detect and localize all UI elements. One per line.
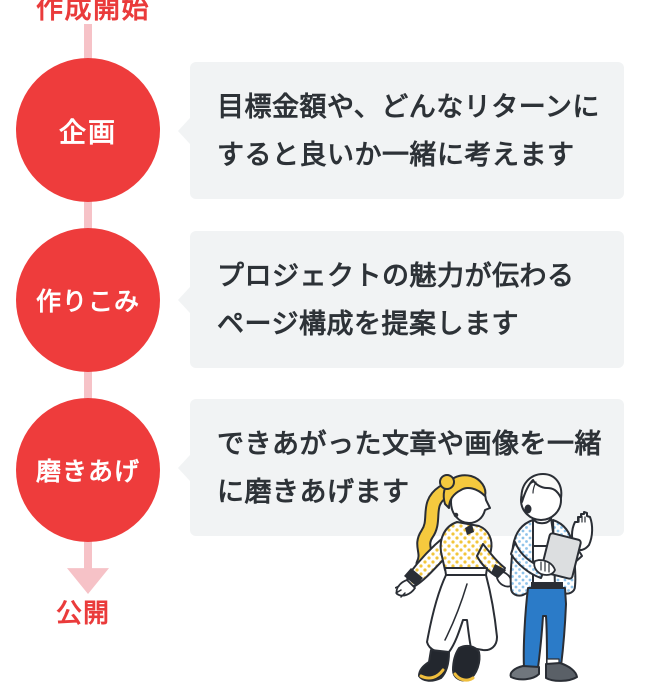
step-circle-building-label: 作りこみ: [35, 288, 140, 316]
flow-end-label: 公開: [56, 598, 111, 628]
step-bubble-planning: 目標金額や、どんなリターンに すると良いか一緒に考えます: [178, 62, 624, 199]
woman-figure: [395, 474, 513, 682]
step-description-line: できあがった文章や画像を一緒: [217, 428, 602, 459]
step-circle-polishing-label: 磨きあげ: [35, 458, 140, 486]
down-arrow-icon: [67, 540, 109, 594]
step-circle-planning: 企画: [16, 58, 160, 202]
step-description-line: ページ構成を提案します: [217, 308, 519, 339]
flow-start-label: 作成開始: [36, 0, 150, 24]
step-bubble-building: プロジェクトの魅力が伝わる ページ構成を提案します: [178, 231, 624, 368]
step-description-line: プロジェクトの魅力が伝わる: [217, 260, 575, 291]
step-description-line: 目標金額や、どんなリターンに: [217, 91, 600, 122]
man-figure: [509, 473, 594, 682]
step-circle-planning-label: 企画: [59, 117, 117, 148]
step-circle-building: 作りこみ: [16, 228, 160, 372]
two-people-illustration: [395, 473, 594, 682]
step-description-line: すると良いか一緒に考えます: [217, 139, 575, 170]
step-circle-polishing: 磨きあげ: [16, 398, 160, 542]
step-description-line: に磨きあげます: [217, 476, 410, 507]
